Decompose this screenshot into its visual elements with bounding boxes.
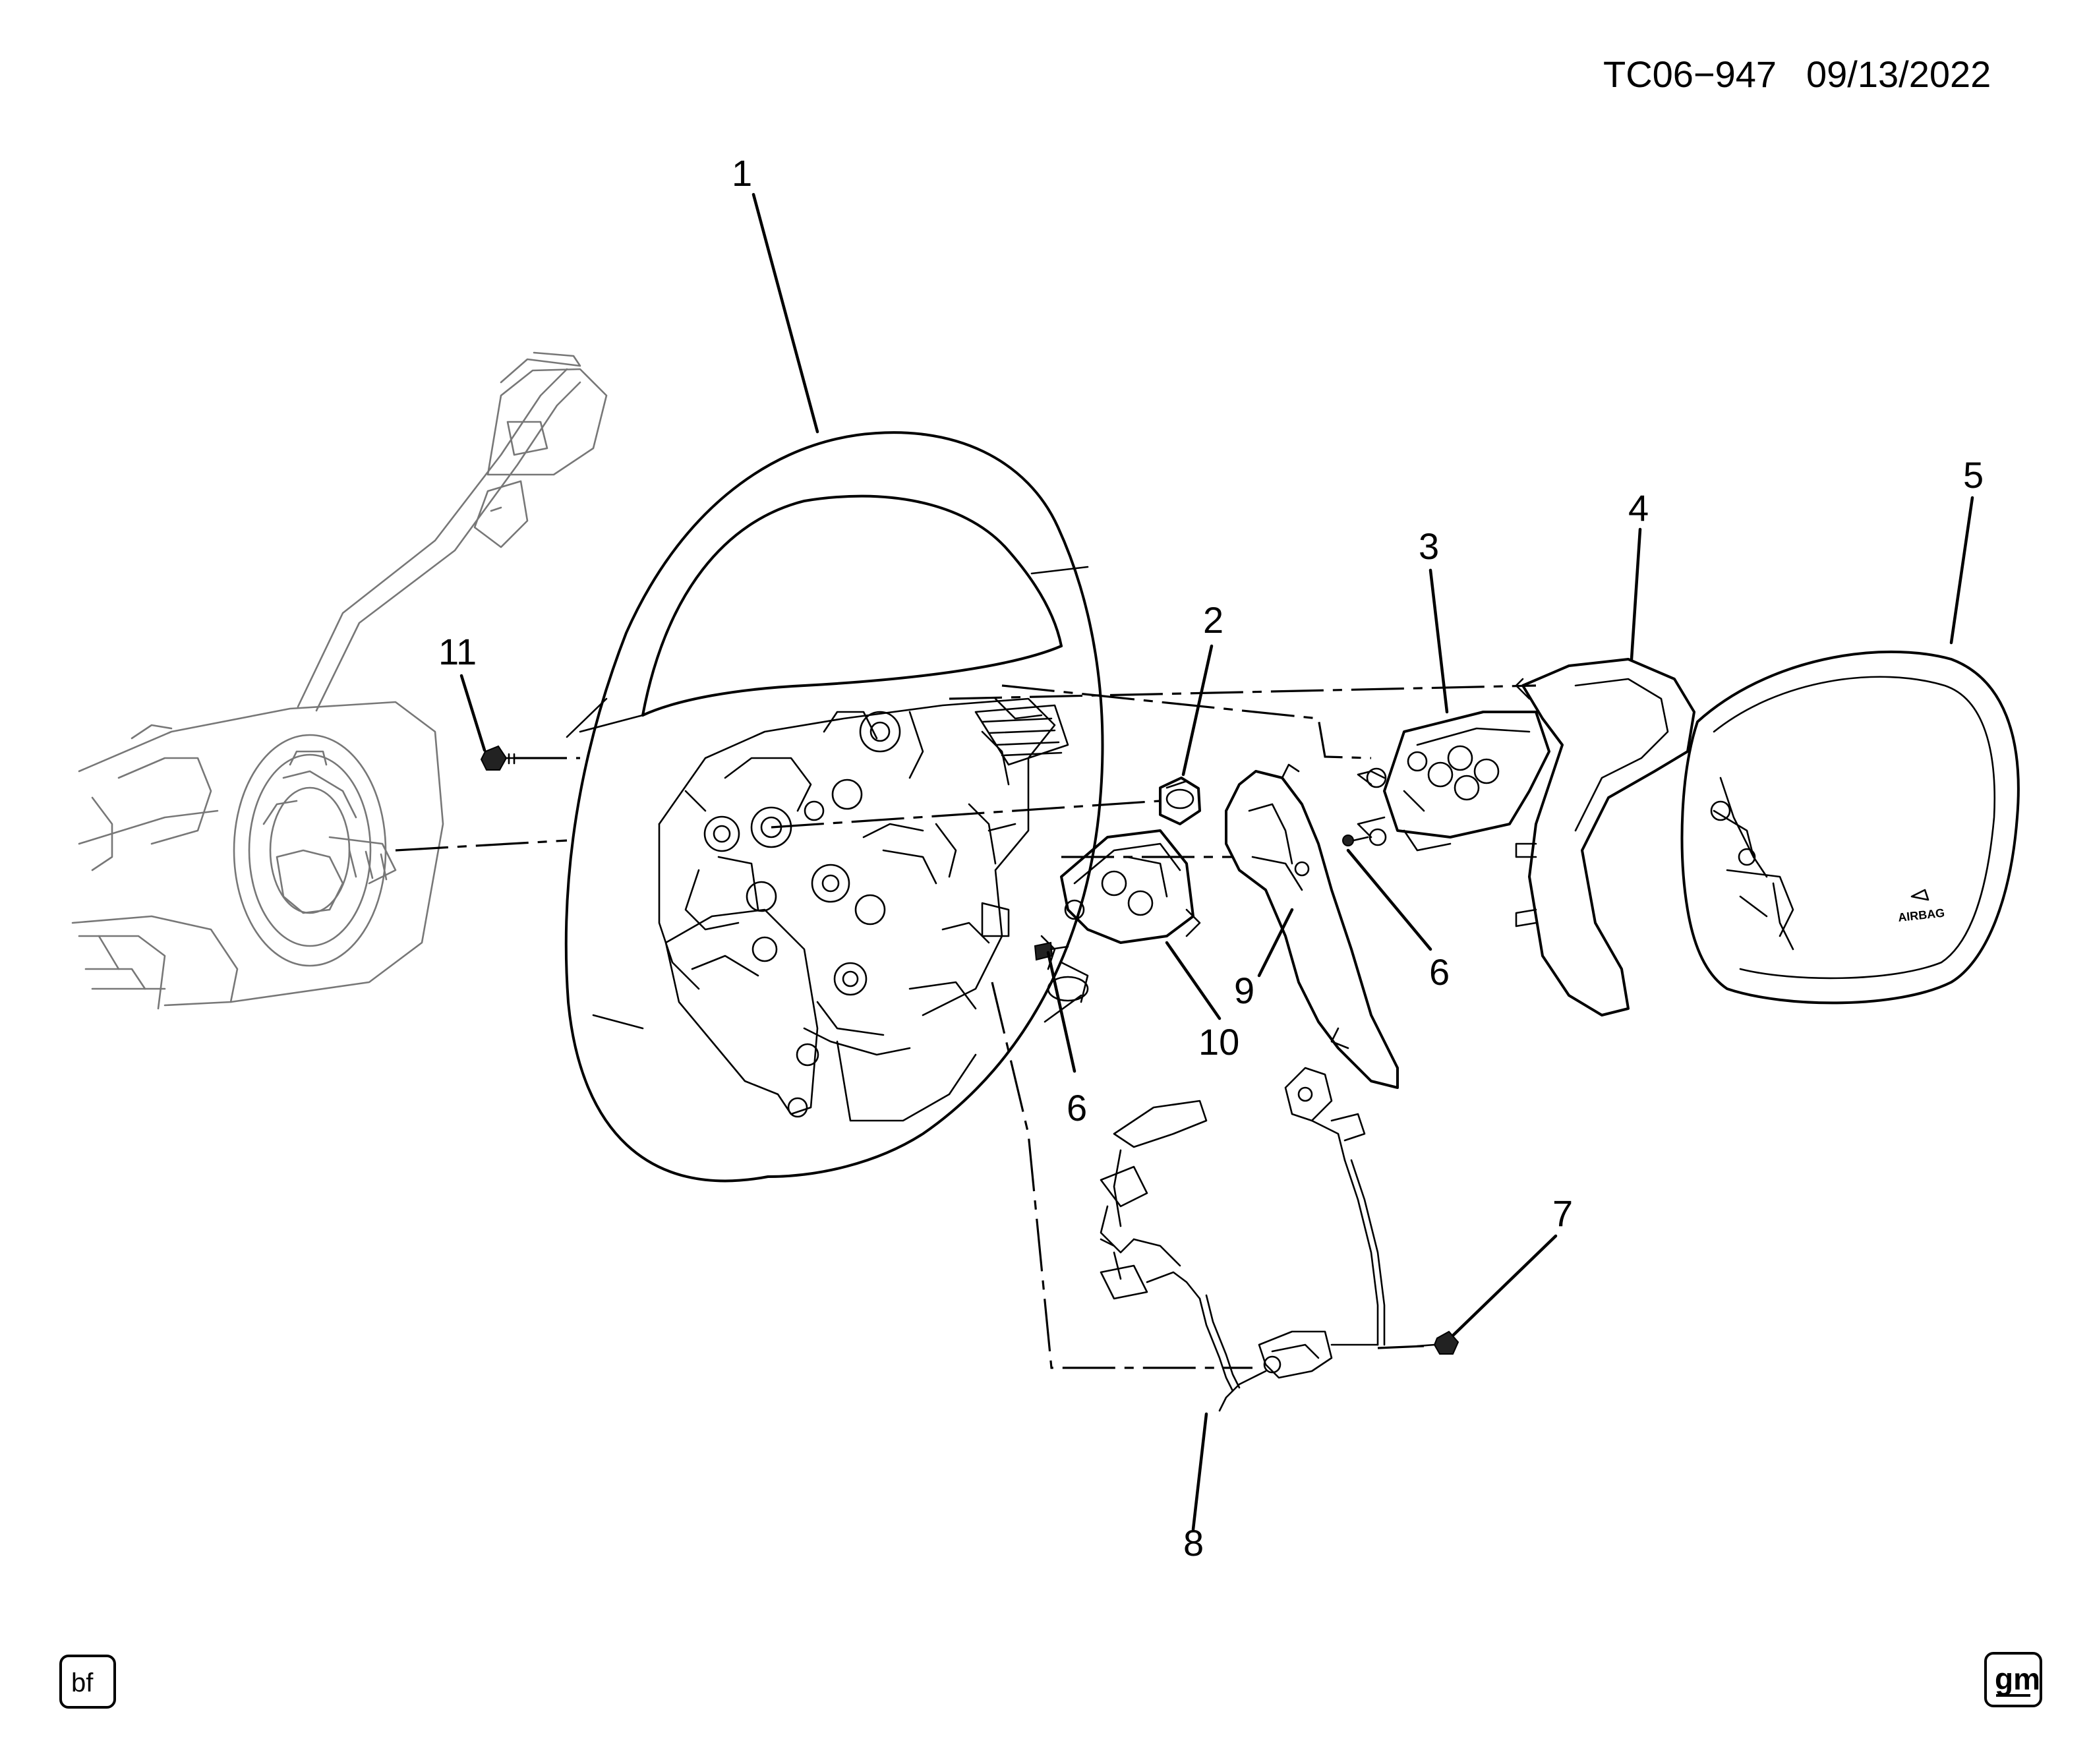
callout-6-lower: 6 [1067,1087,1087,1129]
steering-wheel-nut [1159,777,1201,825]
gm-logo-icon: gm [1984,1652,2042,1707]
airbag-embossed-text-icon: AIRBAG [1897,906,1945,924]
callout-8: 8 [1183,1522,1204,1564]
screw-upper-right [1342,835,1369,846]
right-steering-wheel-switch [1357,711,1550,852]
left-spoke-bezel [1225,763,1399,1089]
left-steering-wheel-switch [1060,829,1201,944]
callout-9: 9 [1234,970,1254,1011]
steering-wheel-wiring-harness [1100,1067,1386,1412]
bf-badge: bf [59,1655,116,1709]
illustration-code: TC06−947 [1603,53,1777,95]
steering-wheel [564,431,1104,1183]
callout-3: 3 [1419,525,1439,567]
alignment-centerlines [395,684,1537,1369]
right-spoke-bezel [1515,658,1695,1016]
steering-column-ghost [71,351,608,1010]
callout-10: 10 [1198,1021,1239,1063]
illustration-date: 09/13/2022 [1806,53,1991,95]
callout-1: 1 [732,152,752,194]
svg-text:bf: bf [71,1668,94,1697]
callout-6-upper: 6 [1429,951,1450,993]
svg-text:gm: gm [1995,1662,2040,1696]
callout-leader-lines [459,192,1974,1531]
callout-5: 5 [1963,454,1984,496]
harness-screw [1416,1330,1459,1355]
steering-wheel-bolt [480,745,522,771]
driver-airbag-module: AIRBAG [1680,650,2020,1005]
callout-2: 2 [1203,599,1223,641]
callout-11: 11 [438,631,477,672]
callout-7: 7 [1552,1192,1573,1234]
callout-4: 4 [1628,487,1649,529]
